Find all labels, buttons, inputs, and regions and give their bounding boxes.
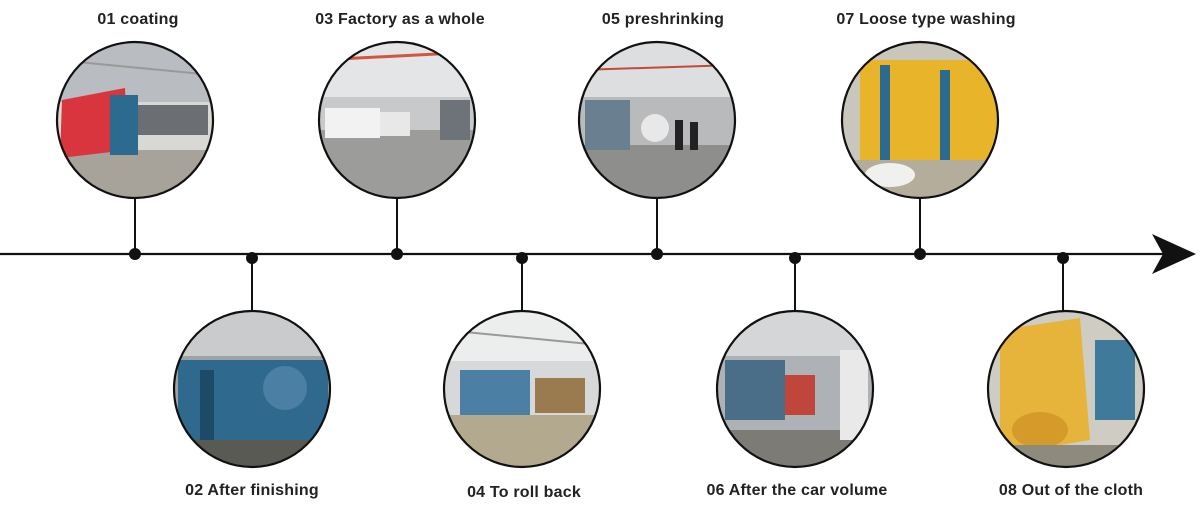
step-label-01: 01 coating	[97, 11, 179, 28]
step-01	[55, 40, 215, 260]
step-08	[986, 252, 1146, 469]
step-03	[317, 40, 477, 260]
timeline-dot	[914, 248, 926, 260]
step-label-02: 02 After finishing	[185, 482, 319, 499]
arrow-head-icon	[1152, 234, 1196, 274]
timeline-dot	[391, 248, 403, 260]
timeline-dot	[651, 248, 663, 260]
step-label-04: 04 To roll back	[467, 484, 581, 501]
photo-washing	[842, 42, 998, 198]
timeline-dot	[789, 252, 801, 264]
step-label-05: 05 preshrinking	[601, 11, 725, 28]
step-06	[715, 252, 875, 469]
step-07	[840, 40, 1000, 260]
step-label-08: 08 Out of the cloth	[998, 482, 1144, 499]
timeline-dot	[246, 252, 258, 264]
photo-roll-back	[444, 311, 600, 467]
photo-coating	[57, 42, 213, 198]
photo-cloth	[988, 311, 1144, 467]
timeline-dot	[129, 248, 141, 260]
timeline-dot	[516, 252, 528, 264]
timeline-dot	[1057, 252, 1069, 264]
step-05	[577, 40, 737, 260]
step-label-03: 03 Factory as a whole	[315, 11, 485, 28]
step-label-06: 06 After the car volume	[706, 482, 888, 499]
step-04	[442, 252, 602, 469]
step-label-07: 07 Loose type washing	[836, 11, 1016, 28]
step-02	[172, 252, 332, 469]
